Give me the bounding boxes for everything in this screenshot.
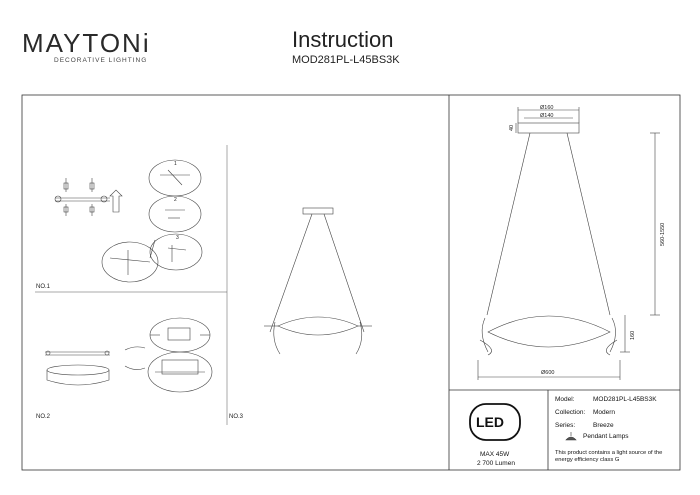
led-icon [469, 403, 521, 441]
lumen-output: 2 700 Lumen [477, 460, 515, 467]
brand-tagline: DECORATIVE LIGHTING [54, 57, 148, 64]
step3-drawing [264, 207, 372, 355]
page-title: Instruction [292, 27, 394, 52]
max-power: MAX 45W [480, 451, 510, 458]
dim-h160: 160 [630, 331, 636, 340]
spec-series-value: Breeze [593, 422, 614, 429]
step-label-no3: NO.3 [229, 414, 244, 420]
step-label-no1: NO.1 [36, 284, 51, 290]
dim-d140: Ø140 [540, 113, 553, 119]
spec-model-value: MOD281PL-L45BS3K [593, 396, 657, 403]
dim-cable: 560-1550 [660, 223, 666, 246]
outer-frame [21, 94, 681, 471]
led-icon-text: LED [476, 414, 504, 430]
energy-note-line1: This product contains a light source of … [555, 450, 663, 456]
spec-collection-value: Modern [593, 409, 616, 416]
step1-sub3: 3 [176, 235, 179, 241]
dim-d160: Ø160 [540, 105, 553, 111]
step1-drawing [54, 159, 203, 283]
energy-note-line2: energy efficiency class G [555, 457, 620, 463]
step1-sub1: 1 [174, 161, 177, 167]
spec-collection-label: Collection: [555, 409, 586, 416]
spec-series-label: Series: [555, 422, 576, 429]
brand-logo: MAYTONi [22, 28, 151, 58]
dim-d600: Ø600 [541, 370, 554, 376]
dim-h40: 40 [509, 125, 515, 131]
spec-model-label: Model: [555, 396, 575, 403]
dimension-drawing [477, 107, 660, 380]
step2-drawing [45, 317, 213, 393]
spec-type-value: Pendant Lamps [583, 433, 629, 440]
pendant-lamp-icon [565, 432, 577, 441]
header-model-code: MOD281PL-L45BS3K [292, 54, 400, 66]
step-label-no2: NO.2 [36, 414, 51, 420]
step1-sub2: 2 [174, 197, 177, 203]
